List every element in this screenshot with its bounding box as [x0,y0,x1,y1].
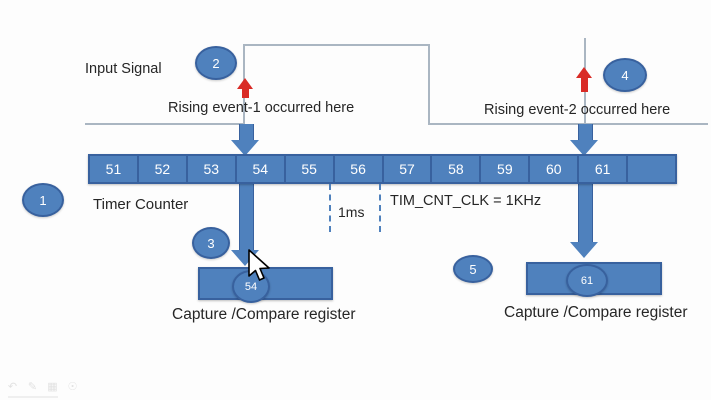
counter-cell: 51 [90,156,139,182]
counter-cell: 53 [188,156,237,182]
counter-cell: 55 [286,156,335,182]
undo-icon[interactable]: ↶ [7,381,18,393]
step-badge-3: 3 [192,227,230,259]
highlighter-icon[interactable]: ▦ [47,381,58,393]
pointer-icon[interactable]: ☉ [67,381,78,393]
rising-event-1-label: Rising event-1 occurred here [168,100,355,116]
input-signal-label: Input Signal [85,61,162,77]
counter-cell: 57 [384,156,433,182]
signal-low-right-line [428,123,708,125]
signal-low-left-line [85,123,244,125]
step-badge-1: 1 [22,183,64,217]
signal-high-line [243,44,430,46]
counter-cell: 59 [481,156,531,182]
counter-cell: 61 [579,156,629,182]
time-per-tick-label: 1ms [338,204,365,220]
step-badge-2: 2 [195,46,237,80]
capture-register-right-value: 61 [566,264,608,297]
toolbar-shadow [8,396,58,398]
counter-cell: 54 [237,156,286,182]
capture-register-right-label: Capture /Compare register [504,304,688,321]
clock-frequency-label: TIM_CNT_CLK = 1KHz [390,193,542,209]
counter-cell: 52 [139,156,188,182]
step-badge-4: 4 [603,58,647,92]
rising-event-2-label: Rising event-2 occurred here [484,102,671,118]
counter-cell: 56 [335,156,384,182]
tick-dash-left [329,184,331,232]
tick-dash-right [379,184,381,232]
counter-cell: 58 [432,156,482,182]
timer-counter-label: Timer Counter [93,196,189,213]
step-badge-5: 5 [453,255,493,283]
pen-icon[interactable]: ✎ [27,381,38,393]
player-toolbar: ↶ ✎ ▦ ☉ [6,381,79,393]
signal-falling-edge [428,44,430,125]
mouse-cursor-icon [246,249,274,285]
counter-cell: 60 [530,156,580,182]
capture-register-left-label: Capture /Compare register [172,306,356,323]
counter-cell [628,156,675,182]
